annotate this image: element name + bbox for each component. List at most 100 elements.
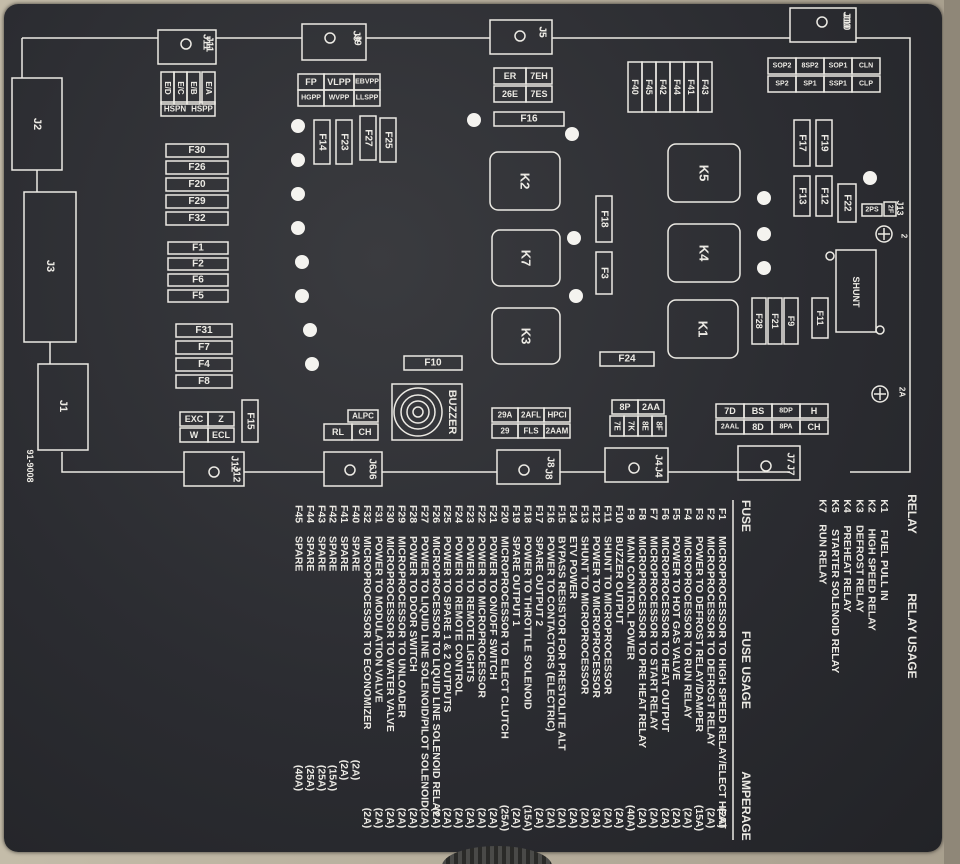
fuse-legend-usage: MICROPROCESSOR TO WATER VALVE (384, 536, 396, 732)
fuse-legend-usage: POWER TO HOT GAS VALVE (670, 536, 682, 680)
fuse-F44: F44 (672, 79, 682, 95)
blk29-cell: 29 (501, 427, 510, 436)
blk7d-cell: 7D (724, 406, 736, 416)
relay-label-K4: K4 (697, 245, 712, 262)
fuse-legend-id: F40 (350, 505, 362, 523)
fuse-legend-usage: BYPASS RESISTOR FOR PRESTOLITE ALT (556, 536, 568, 751)
fuse-F45: F45 (644, 79, 654, 95)
fuse-legend-id: F11 (602, 505, 614, 523)
sop-cell: SOP2 (773, 63, 792, 70)
fuse-legend-usage: POWER TO THROTTLE SOLENOID (521, 536, 533, 710)
fuse-F1-box (167, 241, 229, 255)
fuse-legend-id: F5 (670, 508, 682, 520)
fuse-legend-usage: MICROPROCESSOR TO ELECT CLUTCH (498, 536, 510, 739)
fp-cell: LLSPP (356, 95, 379, 102)
small-2f-box (883, 201, 897, 217)
fuse-F8: F8 (198, 376, 210, 387)
shunt-hole (825, 251, 835, 261)
fuse-F2-box (167, 257, 229, 271)
fuse-F26: F26 (188, 162, 206, 173)
hsp-box (160, 101, 216, 117)
hole-dot (757, 227, 771, 241)
fuse-legend-id: F41 (338, 505, 350, 523)
blk29-cell: FLS (523, 427, 539, 436)
alpc-cell: ALPC (352, 412, 374, 421)
fuse-legend-usage: MICROPROCESSOR TO LIQUID LINE SOLENOID R… (430, 536, 442, 816)
connector-key (208, 466, 220, 478)
connector-J10 (789, 7, 857, 43)
connector-J1 (37, 363, 89, 451)
relay-legend-usage: PREHEAT RELAY (841, 525, 853, 612)
small-2: 2 (900, 234, 909, 239)
fuse-F25: F25 (383, 131, 394, 149)
fp-cell: FP (305, 77, 317, 87)
fuse-legend-usage: SPARE (315, 536, 327, 571)
buzzer-ring (393, 387, 443, 437)
blk7e-cell: 8E (641, 421, 650, 431)
fuse-legend-id: F16 (544, 505, 556, 523)
relay-legend-usage: FUEL PULL IN (878, 530, 890, 601)
fuse-F14-box (313, 119, 331, 165)
fuse-legend-usage: POWER TO ON/OFF SWITCH (487, 536, 499, 680)
hole-dot (291, 187, 305, 201)
relay-legend-id: K5 (829, 499, 841, 513)
fuse-legend-id: F30 (384, 505, 396, 523)
fuse-F21-box (767, 297, 783, 345)
fuse-F4: F4 (198, 359, 210, 370)
small-2ps: 2PS (865, 207, 879, 214)
fuse-F4-box (175, 357, 233, 372)
hole-dot (757, 191, 771, 205)
exc-cell-box (207, 427, 235, 443)
fuse-legend-amp: (2A) (647, 808, 659, 828)
fuse-F16-box (493, 111, 565, 127)
fuse-legend-id: F44 (304, 505, 316, 523)
connector-key (180, 38, 192, 50)
fuse-F6-box (167, 273, 229, 287)
fuse-F3: F3 (599, 267, 610, 279)
fuse-legend-id: F10 (613, 505, 625, 523)
small-2f: 2F (887, 205, 894, 214)
er-cell-box (525, 85, 553, 103)
er-cell: 7ES (530, 89, 547, 99)
e-block-label: E/C (176, 81, 185, 95)
e-block-cell (201, 71, 216, 105)
fuse-legend-id: F1 (716, 508, 728, 520)
blk7d-cell: BS (752, 406, 765, 416)
connector-key (760, 460, 772, 472)
blk8p-cell-box (637, 399, 665, 415)
fuse-legend-amp: (2A) (395, 808, 407, 828)
fuse-legend-id: F12 (590, 505, 602, 523)
blk7d-cell: 2AAL (721, 424, 740, 431)
fuse-legend-usage: SHUNT TO MICROPROCESSOR (602, 536, 614, 695)
connector-key (324, 32, 336, 44)
screw (875, 225, 893, 243)
fuse-legend-usage: MICROPROCESSOR TO UNLOADER (395, 536, 407, 718)
fp-cell: HGPP (301, 95, 321, 102)
fuse-F23-box (335, 119, 353, 165)
connector-label-J6: J6 (367, 468, 378, 480)
connector-J4 (604, 447, 669, 483)
fuse-legend-amp: (3A) (590, 808, 602, 828)
fuse-F22-box (837, 183, 857, 223)
fuse-legend-amp: (2A) (533, 808, 545, 828)
connector-label-J12: J12 (231, 466, 242, 483)
fuse-F15: F15 (245, 412, 256, 430)
fuse-F10-box (403, 355, 463, 371)
fuse-legend-usage: MICROPROCESSOR TO HIGH SPEED RELAY/ELECT… (716, 536, 728, 829)
fuse-F20-box (165, 177, 229, 192)
fuse-F23: F23 (339, 133, 350, 151)
sop-cell: SP2 (775, 81, 788, 88)
fuse-legend-amp: (2A) (602, 808, 614, 828)
relay-K3 (491, 307, 561, 365)
alpc-cell-box (347, 409, 379, 423)
connector-J7 (737, 445, 801, 481)
fuse-legend-amp: (25A) (304, 765, 316, 791)
connector-J6 (323, 451, 383, 487)
hole-dot (303, 323, 317, 337)
fuse-legend-amp: (2A) (556, 808, 568, 828)
fuse-legend-id: F27 (418, 505, 430, 523)
blk7e-cell: 7E (613, 421, 622, 431)
fuse-legend-h-fuse: FUSE (739, 500, 753, 532)
e-block-label: E/A (204, 81, 213, 95)
fuse-legend-amp: (2A) (636, 808, 648, 828)
